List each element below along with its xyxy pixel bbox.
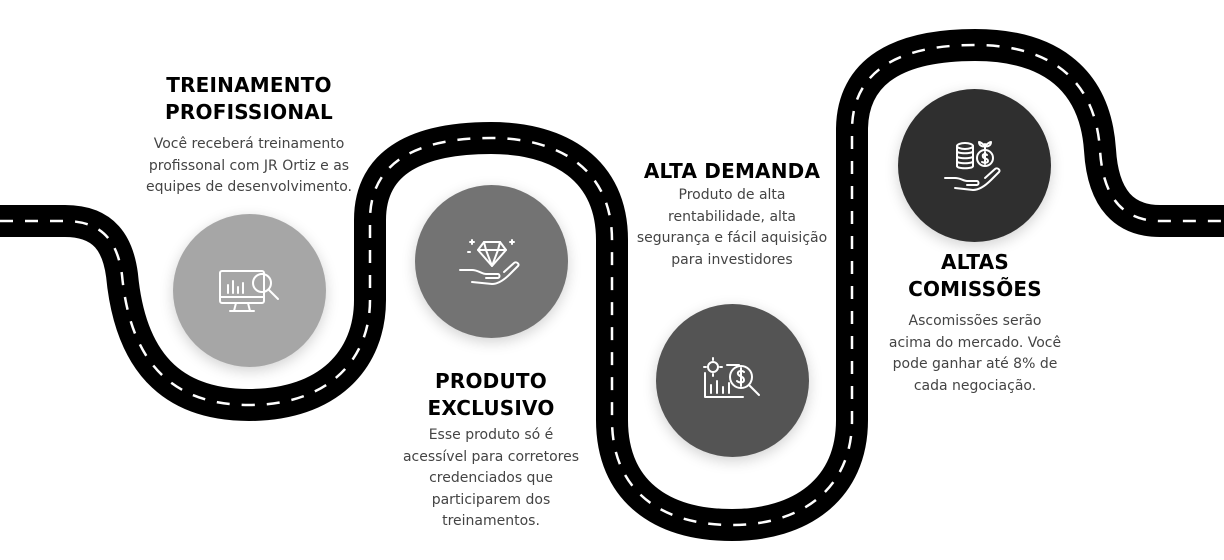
milestone-title: ALTAS COMISSÕES [908,250,1042,301]
road-center-dashes [0,43,1224,527]
milestone-description: Produto de alta rentabilidade, alta segu… [636,187,828,268]
milestone-description: Esse produto só é acessível para correto… [402,427,580,529]
milestone-circle-altas-comissoes [898,89,1051,242]
milestone-title: ALTA DEMANDA [643,159,821,183]
milestone-description: Você receberá treinamento profissonal co… [145,136,353,195]
milestone-title: TREINAMENTO PROFISSIONAL [165,73,333,124]
milestone-circle-treinamento [173,214,326,367]
financial-analysis-icon [702,356,760,398]
coins-hand-icon [943,140,1000,191]
diamond-hand-icon [458,238,519,285]
milestone-circle-produto [415,185,568,338]
monitor-analytics-icon [218,269,279,312]
milestone-produto: PRODUTO EXCLUSIVO Esse produto só é aces… [366,368,616,533]
milestone-alta-demanda: ALTA DEMANDA Produto de alta rentabilida… [607,158,857,271]
milestone-description: Ascomissões serão acima do mercado. Você… [888,313,1062,394]
milestone-circle-alta-demanda [656,304,809,457]
milestone-title: PRODUTO EXCLUSIVO [427,369,555,420]
milestone-altas-comissoes: ALTAS COMISSÕES Ascomissões serão acima … [850,249,1100,397]
milestone-treinamento: TREINAMENTO PROFISSIONAL Você receberá t… [124,72,374,199]
